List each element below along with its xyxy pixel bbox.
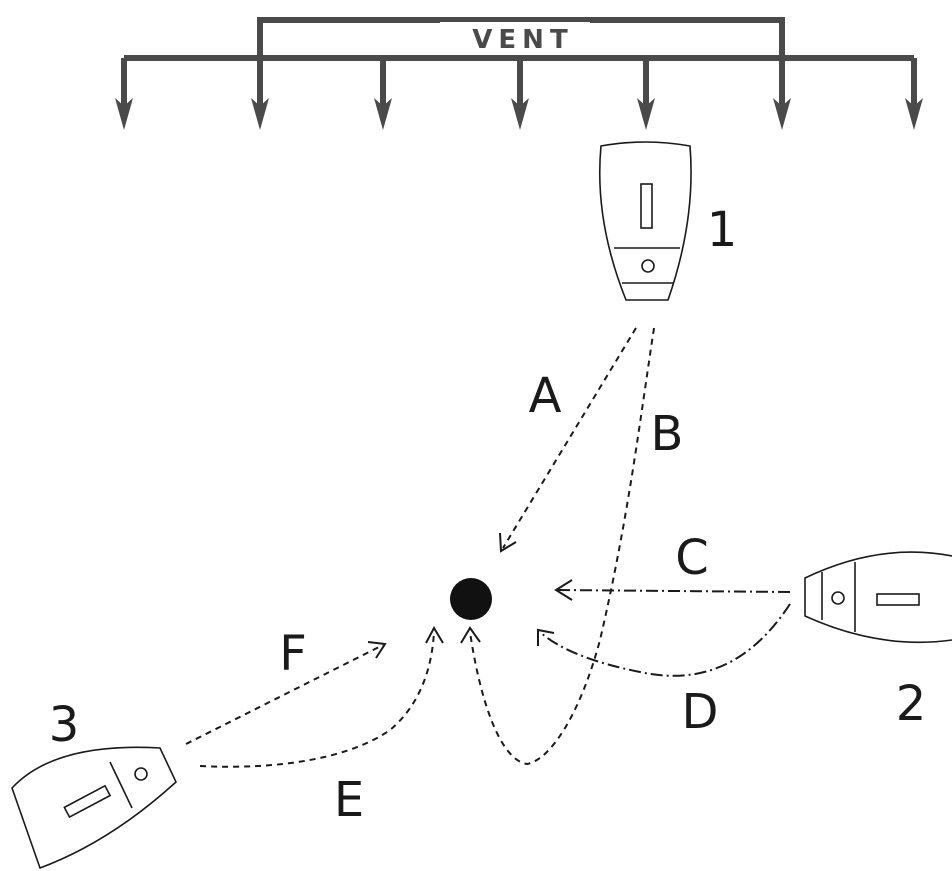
wind-label-background: [440, 22, 590, 54]
wind-arrow: [115, 58, 133, 130]
downward-arrow-icon: [773, 98, 791, 130]
arrowhead-icon: [499, 532, 517, 553]
downward-arrow-icon: [637, 98, 655, 130]
wind-arrow: [374, 58, 392, 130]
boat-2: 2: [804, 551, 952, 732]
path-label: C: [675, 530, 709, 586]
boat-number: 1: [707, 202, 738, 258]
wind-arrow: [511, 58, 529, 130]
path-f: F: [185, 626, 387, 745]
downward-arrow-icon: [374, 98, 392, 130]
path-e: E: [199, 625, 444, 828]
downward-arrow-icon: [115, 98, 133, 130]
path-label: A: [529, 368, 562, 424]
path-d: D: [537, 603, 791, 740]
wind-arrow: [251, 58, 269, 130]
downward-arrow-icon: [511, 98, 529, 130]
downward-arrow-icon: [905, 98, 923, 130]
wind-bar-frame: [257, 17, 785, 58]
path-c: C: [554, 530, 791, 601]
path-label: B: [651, 406, 684, 462]
arrowhead-icon: [367, 641, 387, 659]
wind-arrow: [905, 58, 923, 130]
boat-topview-icon: [11, 746, 177, 870]
wind-indicator: VENT: [115, 17, 923, 130]
arrowhead-icon: [460, 626, 481, 644]
path-label: E: [334, 772, 364, 828]
boat-topview-icon: [804, 551, 952, 644]
path-label: F: [279, 626, 307, 682]
wind-label: VENT: [472, 25, 573, 55]
boat-topview-icon: [598, 141, 692, 301]
arrowhead-icon: [554, 579, 573, 601]
mark-buoy-icon: [450, 578, 492, 620]
path-label: D: [682, 684, 719, 740]
wind-arrow: [637, 58, 655, 130]
boat-number: 3: [49, 697, 80, 753]
path-a: A: [499, 327, 637, 553]
path-b: B: [460, 327, 684, 766]
wind-arrow: [773, 58, 791, 130]
boat-1: 1: [598, 141, 738, 301]
arrowhead-icon: [537, 628, 555, 646]
boat-3: 3: [11, 697, 177, 870]
downward-arrow-icon: [251, 98, 269, 130]
arrowhead-icon: [425, 625, 444, 644]
boat-number: 2: [896, 676, 927, 732]
